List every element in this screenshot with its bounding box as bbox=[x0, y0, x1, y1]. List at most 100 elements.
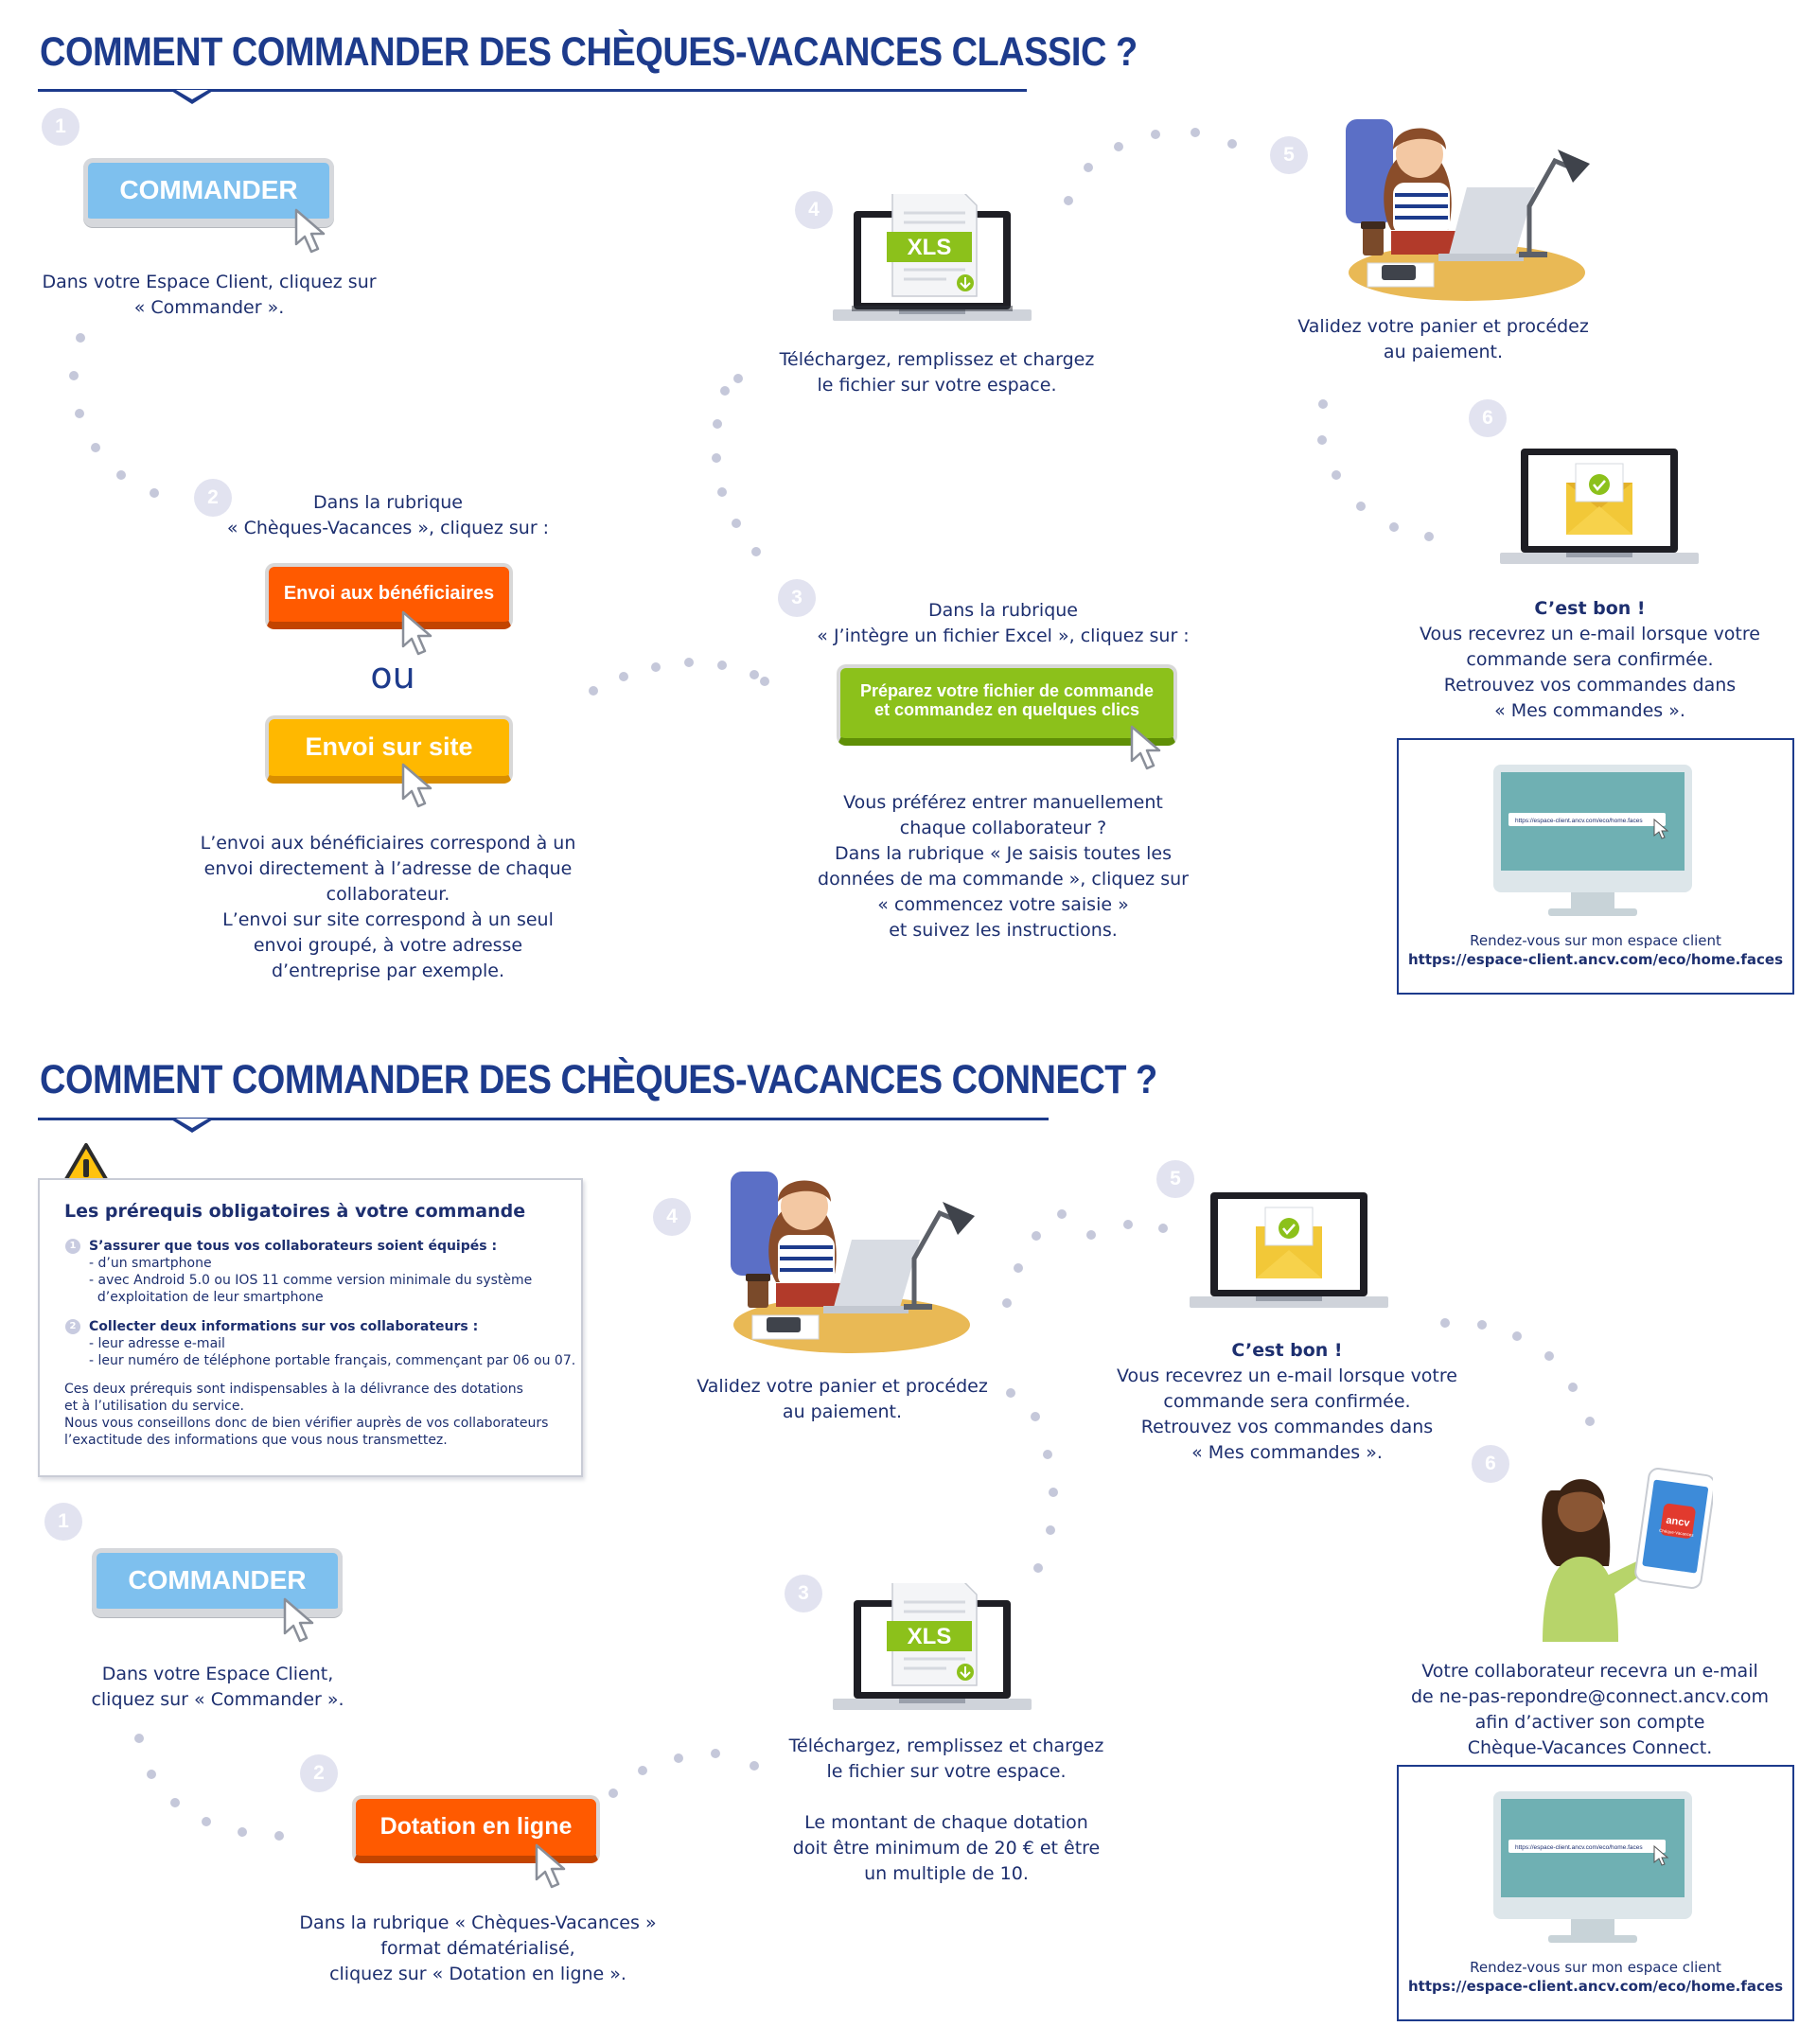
prerequis-heading: Collecter deux informations sur vos coll… bbox=[89, 1319, 479, 1334]
text-line: « Commander ». bbox=[133, 297, 285, 318]
text-line: Validez votre panier et procédez bbox=[1297, 316, 1589, 337]
text-line: L’envoi aux bénéficiaires correspond à u… bbox=[200, 833, 576, 854]
text-line: Dans la rubrique « Je saisis toutes les bbox=[834, 843, 1173, 864]
monitor-icon: https://espace-client.ancv.com/eco/home.… bbox=[1493, 765, 1692, 916]
text-line: Téléchargez, remplissez et chargez bbox=[788, 1736, 1104, 1756]
text-line: données de ma commande », cliquez sur bbox=[818, 869, 1189, 890]
text-line: le fichier sur votre espace. bbox=[826, 1761, 1067, 1782]
text-line bbox=[748, 1785, 1145, 1810]
text-line: Validez votre panier et procédez bbox=[697, 1376, 988, 1397]
or-label: ou bbox=[370, 655, 415, 696]
classic-step-2-badge: 2 bbox=[194, 479, 232, 517]
classic-step-4-text: Téléchargez, remplissez et chargez le fi… bbox=[748, 347, 1126, 398]
text-line: au paiement. bbox=[782, 1401, 903, 1422]
classic-step-5-text: Validez votre panier et procédez au paie… bbox=[1254, 314, 1632, 365]
connect-step-2-badge: 2 bbox=[300, 1754, 338, 1792]
cursor-icon bbox=[1130, 725, 1161, 770]
cursor-icon bbox=[401, 763, 432, 808]
classic-step-3-intro: Dans la rubrique « J’intègre un fichier … bbox=[809, 598, 1197, 649]
prerequis-box: Les prérequis obligatoires à votre comma… bbox=[38, 1178, 583, 1477]
classic-title-notch bbox=[171, 90, 213, 104]
text-line: le fichier sur votre espace. bbox=[817, 375, 1057, 396]
text-line: Retrouvez vos commandes dans bbox=[1140, 1417, 1434, 1437]
prepare-file-button[interactable]: Préparez votre fichier de commande et co… bbox=[837, 664, 1177, 746]
text-line: « Mes commandes ». bbox=[1494, 700, 1685, 721]
dotation-en-ligne-button[interactable]: Dotation en ligne bbox=[352, 1795, 600, 1863]
text-line: et suivez les instructions. bbox=[889, 920, 1118, 941]
espace-caption: Rendez-vous sur mon espace client bbox=[1470, 1959, 1721, 1976]
connect-step-4-text: Validez votre panier et procédez au paie… bbox=[653, 1374, 1032, 1425]
espace-caption: Rendez-vous sur mon espace client bbox=[1470, 932, 1721, 949]
text-line: collaborateur. bbox=[326, 884, 450, 905]
prerequis-line: - avec Android 5.0 ou IOS 11 comme versi… bbox=[89, 1273, 533, 1288]
cursor-icon bbox=[294, 208, 326, 254]
text-line: Chèque-Vacances Connect. bbox=[1467, 1737, 1713, 1758]
classic-step-6-text: C’est bon ! Vous recevrez un e-mail lors… bbox=[1382, 596, 1798, 724]
connect-step-6-badge: 6 bbox=[1472, 1445, 1509, 1483]
text-line: cliquez sur « Commander ». bbox=[91, 1689, 344, 1710]
text-line: Téléchargez, remplissez et chargez bbox=[779, 349, 1095, 370]
connect-title-rule bbox=[38, 1118, 1049, 1120]
connect-espace-client-box: https://espace-client.ancv.com/eco/home.… bbox=[1397, 1765, 1794, 2021]
classic-step-6-badge: 6 bbox=[1469, 399, 1507, 437]
prerequis-line: Nous vous conseillons donc de bien vérif… bbox=[64, 1416, 549, 1431]
classic-commander-button[interactable]: COMMANDER bbox=[83, 158, 334, 227]
classic-step-5-badge: 5 bbox=[1270, 136, 1308, 174]
text-line: « J’intègre un fichier Excel », cliquez … bbox=[817, 626, 1190, 646]
text-line: Le montant de chaque dotation bbox=[804, 1812, 1088, 1833]
screen-url: https://espace-client.ancv.com/eco/home.… bbox=[1515, 1844, 1643, 1851]
connect-title-notch bbox=[171, 1119, 213, 1133]
connect-commander-button[interactable]: COMMANDER bbox=[92, 1548, 343, 1617]
monitor-icon: https://espace-client.ancv.com/eco/home.… bbox=[1493, 1791, 1692, 1943]
text-line: Vous recevrez un e-mail lorsque votre bbox=[1420, 624, 1760, 644]
xls-label: XLS bbox=[908, 1624, 952, 1649]
text-line: commande sera confirmée. bbox=[1466, 649, 1714, 670]
connect-step-6-text: Votre collaborateur recevra un e-mail de… bbox=[1382, 1659, 1798, 1761]
text-line: doit être minimum de 20 € et être bbox=[792, 1838, 1101, 1859]
envoi-sur-site-button[interactable]: Envoi sur site bbox=[265, 715, 513, 784]
text-line: Vous recevrez un e-mail lorsque votre bbox=[1117, 1366, 1457, 1386]
connect-step-1-badge: 1 bbox=[44, 1503, 82, 1541]
cursor-icon bbox=[401, 610, 432, 656]
text-line: Vous préférez entrer manuellement bbox=[843, 792, 1163, 813]
cursor-icon bbox=[283, 1597, 314, 1643]
woman-at-desk-illustration bbox=[731, 1172, 975, 1353]
classic-step-1-text: Dans votre Espace Client, cliquez sur « … bbox=[34, 270, 384, 321]
prerequis-badge-1: 1 bbox=[65, 1239, 80, 1254]
laptop-email-icon bbox=[1190, 1192, 1388, 1308]
prerequis-line: l’exactitude des informations que vous n… bbox=[64, 1433, 448, 1448]
collaborator-with-phone-illustration: ancv Chèque-Vacances bbox=[1542, 1468, 1713, 1642]
classic-step-3-badge: 3 bbox=[778, 579, 816, 617]
connect-step-5-text: C’est bon ! Vous recevrez un e-mail lors… bbox=[1079, 1338, 1495, 1466]
prerequis-footer: Ces deux prérequis sont indispensables à… bbox=[64, 1381, 548, 1449]
laptop-email-icon bbox=[1500, 449, 1699, 564]
button-line: Préparez votre fichier de commande bbox=[859, 681, 1155, 700]
connect-step-4-badge: 4 bbox=[653, 1198, 691, 1236]
text-line: chaque collaborateur ? bbox=[899, 818, 1107, 838]
text-line: commande sera confirmée. bbox=[1163, 1391, 1411, 1412]
phone-sub: Chèque-Vacances bbox=[1659, 1528, 1695, 1538]
prerequis-heading: S’assurer que tous vos collaborateurs so… bbox=[89, 1239, 498, 1254]
text-line: Dans votre Espace Client, bbox=[101, 1664, 334, 1684]
connect-title: COMMENT COMMANDER DES CHÈQUES-VACANCES C… bbox=[40, 1058, 1157, 1103]
classic-step-3-text: Vous préférez entrer manuellement chaque… bbox=[795, 790, 1211, 943]
cursor-icon bbox=[535, 1843, 566, 1889]
text-line: « Mes commandes ». bbox=[1191, 1442, 1383, 1463]
classic-espace-client-box: https://espace-client.ancv.com/eco/home.… bbox=[1397, 738, 1794, 995]
prerequis-item-1: S’assurer que tous vos collaborateurs so… bbox=[89, 1238, 532, 1306]
espace-url-link[interactable]: https://espace-client.ancv.com/eco/home.… bbox=[1407, 951, 1783, 968]
classic-step-4-badge: 4 bbox=[795, 191, 833, 229]
text-line: Retrouvez vos commandes dans bbox=[1443, 675, 1737, 696]
text-line: Dans votre Espace Client, cliquez sur bbox=[42, 272, 377, 292]
envoi-beneficiaires-button[interactable]: Envoi aux bénéficiaires bbox=[265, 563, 513, 629]
classic-step-2-text: L’envoi aux bénéficiaires correspond à u… bbox=[180, 831, 596, 984]
text-line: au paiement. bbox=[1383, 342, 1504, 362]
laptop-xls-icon: XLS bbox=[833, 194, 1032, 321]
espace-url-link[interactable]: https://espace-client.ancv.com/eco/home.… bbox=[1407, 1978, 1783, 1995]
connect-step-2-text: Dans la rubrique « Chèques-Vacances » fo… bbox=[284, 1911, 672, 1987]
prerequis-item-2: Collecter deux informations sur vos coll… bbox=[89, 1318, 575, 1369]
text-line: envoi directement à l’adresse de chaque bbox=[203, 858, 573, 879]
text-line: « commencez votre saisie » bbox=[877, 894, 1129, 915]
prerequis-badge-2: 2 bbox=[65, 1319, 80, 1334]
